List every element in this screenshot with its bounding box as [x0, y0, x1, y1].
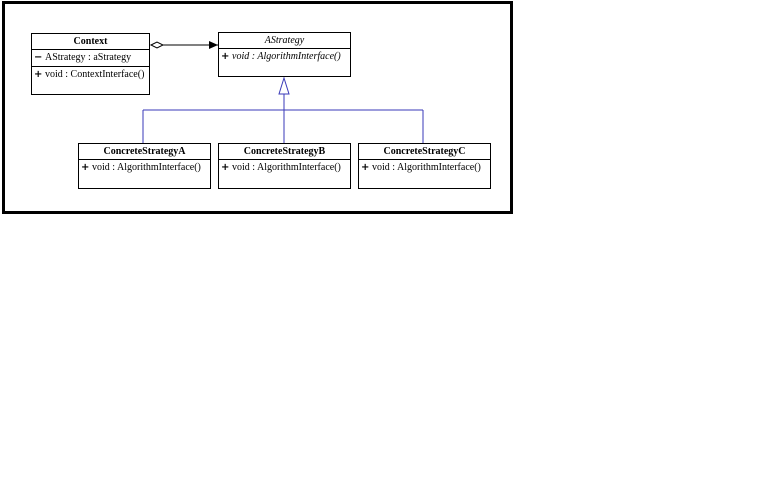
attribute-row: −AStrategy : aStrategy: [32, 51, 149, 64]
class-astrategy-operations: +void : AlgorithmInterface(): [219, 49, 350, 65]
operation-text: void : AlgorithmInterface(): [232, 162, 341, 173]
operation-text: void : AlgorithmInterface(): [92, 162, 201, 173]
class-concrete-strategy-a[interactable]: ConcreteStrategyA +void : AlgorithmInter…: [78, 143, 211, 189]
operation-text: void : AlgorithmInterface(): [372, 162, 481, 173]
class-context[interactable]: Context −AStrategy : aStrategy +void : C…: [31, 33, 150, 95]
public-visibility-icon: +: [361, 162, 370, 173]
operation-text: void : ContextInterface(): [45, 69, 145, 80]
public-visibility-icon: +: [221, 51, 230, 62]
class-astrategy[interactable]: AStrategy +void : AlgorithmInterface(): [218, 32, 351, 77]
attribute-text: AStrategy : aStrategy: [45, 52, 132, 63]
operation-row: +void : AlgorithmInterface(): [359, 161, 490, 174]
public-visibility-icon: +: [221, 162, 230, 173]
private-visibility-icon: −: [34, 52, 43, 63]
class-context-attributes: −AStrategy : aStrategy: [32, 50, 149, 67]
class-concrete-strategy-a-name: ConcreteStrategyA: [79, 144, 210, 160]
class-concrete-strategy-c[interactable]: ConcreteStrategyC +void : AlgorithmInter…: [358, 143, 491, 189]
public-visibility-icon: +: [81, 162, 90, 173]
class-concrete-strategy-c-operations: +void : AlgorithmInterface(): [359, 160, 490, 176]
class-context-name: Context: [32, 34, 149, 50]
operation-row: +void : AlgorithmInterface(): [79, 161, 210, 174]
class-concrete-strategy-b-name: ConcreteStrategyB: [219, 144, 350, 160]
class-astrategy-name: AStrategy: [219, 33, 350, 49]
operation-row: +void : ContextInterface(): [32, 68, 149, 81]
class-concrete-strategy-c-name: ConcreteStrategyC: [359, 144, 490, 160]
class-concrete-strategy-b[interactable]: ConcreteStrategyB +void : AlgorithmInter…: [218, 143, 351, 189]
class-context-operations: +void : ContextInterface(): [32, 67, 149, 83]
public-visibility-icon: +: [34, 69, 43, 80]
class-concrete-strategy-a-operations: +void : AlgorithmInterface(): [79, 160, 210, 176]
class-concrete-strategy-b-operations: +void : AlgorithmInterface(): [219, 160, 350, 176]
operation-row: +void : AlgorithmInterface(): [219, 50, 350, 63]
operation-row: +void : AlgorithmInterface(): [219, 161, 350, 174]
operation-text: void : AlgorithmInterface(): [232, 51, 341, 62]
